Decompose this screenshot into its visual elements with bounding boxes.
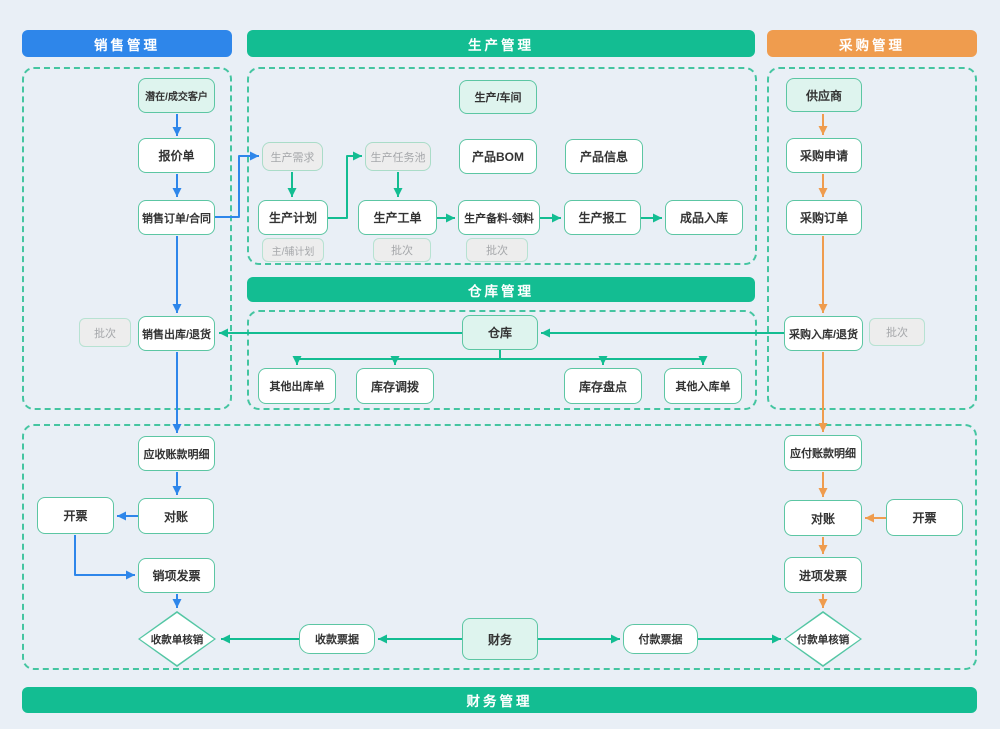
node-receipt-bill: 收款票据 (299, 624, 375, 654)
node-sales-delivery: 销售出库/退货 (138, 316, 215, 351)
header-sales-management: 销售管理 (22, 30, 232, 57)
diamond-label: 付款单核销 (796, 633, 850, 646)
node-payment-bill: 付款票据 (623, 624, 698, 654)
node-payment-writeoff: 付款单核销 (784, 611, 862, 667)
node-production-workorder: 生产工单 (358, 200, 437, 235)
node-stock-transfer: 库存调拨 (356, 368, 434, 404)
diamond-label: 收款单核销 (150, 633, 204, 646)
node-sales-invoice-issue: 开票 (37, 497, 114, 534)
node-output-invoice: 销项发票 (138, 558, 215, 593)
node-sales-order: 销售订单/合同 (138, 200, 215, 235)
node-product-bom: 产品BOM (459, 139, 537, 174)
header-production-management: 生产管理 (247, 30, 755, 57)
node-finance: 财务 (462, 618, 538, 660)
header-warehouse-management: 仓库管理 (247, 277, 755, 302)
node-production-demand: 生产需求 (262, 142, 323, 171)
node-purchase-order: 采购订单 (786, 200, 862, 235)
tag-material-batch: 批次 (466, 238, 528, 262)
header-finance-management: 财务管理 (22, 687, 977, 713)
node-workshop: 生产/车间 (459, 80, 537, 114)
header-purchase-management: 采购管理 (767, 30, 977, 57)
node-other-inbound: 其他入库单 (664, 368, 742, 404)
zone-sales (22, 67, 232, 410)
node-sales-reconcile: 对账 (138, 498, 214, 534)
node-finished-goods-in: 成品入库 (665, 200, 743, 235)
node-supplier: 供应商 (786, 78, 862, 112)
node-production-report: 生产报工 (564, 200, 641, 235)
node-material-prep: 生产备料-领料 (458, 200, 540, 235)
node-receipt-writeoff: 收款单核销 (138, 611, 216, 667)
zone-finance (22, 424, 977, 670)
node-quotation: 报价单 (138, 138, 215, 173)
zone-purchase (767, 67, 977, 410)
node-purchase-request: 采购申请 (786, 138, 862, 173)
node-payable-detail: 应付账款明细 (784, 435, 862, 471)
zone-warehouse (247, 310, 757, 410)
node-purchase-inbound: 采购入库/退货 (784, 316, 863, 351)
tag-main-aux-plan: 主/辅计划 (262, 238, 324, 262)
node-potential-customers: 潜在/成交客户 (138, 78, 215, 113)
node-input-invoice: 进项发票 (784, 557, 862, 593)
tag-purchase-batch: 批次 (869, 318, 925, 346)
node-purchase-invoice-issue: 开票 (886, 499, 963, 536)
node-warehouse: 仓库 (462, 315, 538, 350)
node-receivable-detail: 应收账款明细 (138, 436, 215, 471)
node-production-task-pool: 生产任务池 (365, 142, 431, 171)
node-product-info: 产品信息 (565, 139, 643, 174)
tag-workorder-batch: 批次 (373, 238, 431, 262)
node-purchase-reconcile: 对账 (784, 500, 862, 536)
tag-sales-batch: 批次 (79, 318, 131, 347)
node-other-outbound: 其他出库单 (258, 368, 336, 404)
node-production-plan: 生产计划 (258, 200, 328, 235)
node-stock-count: 库存盘点 (564, 368, 642, 404)
